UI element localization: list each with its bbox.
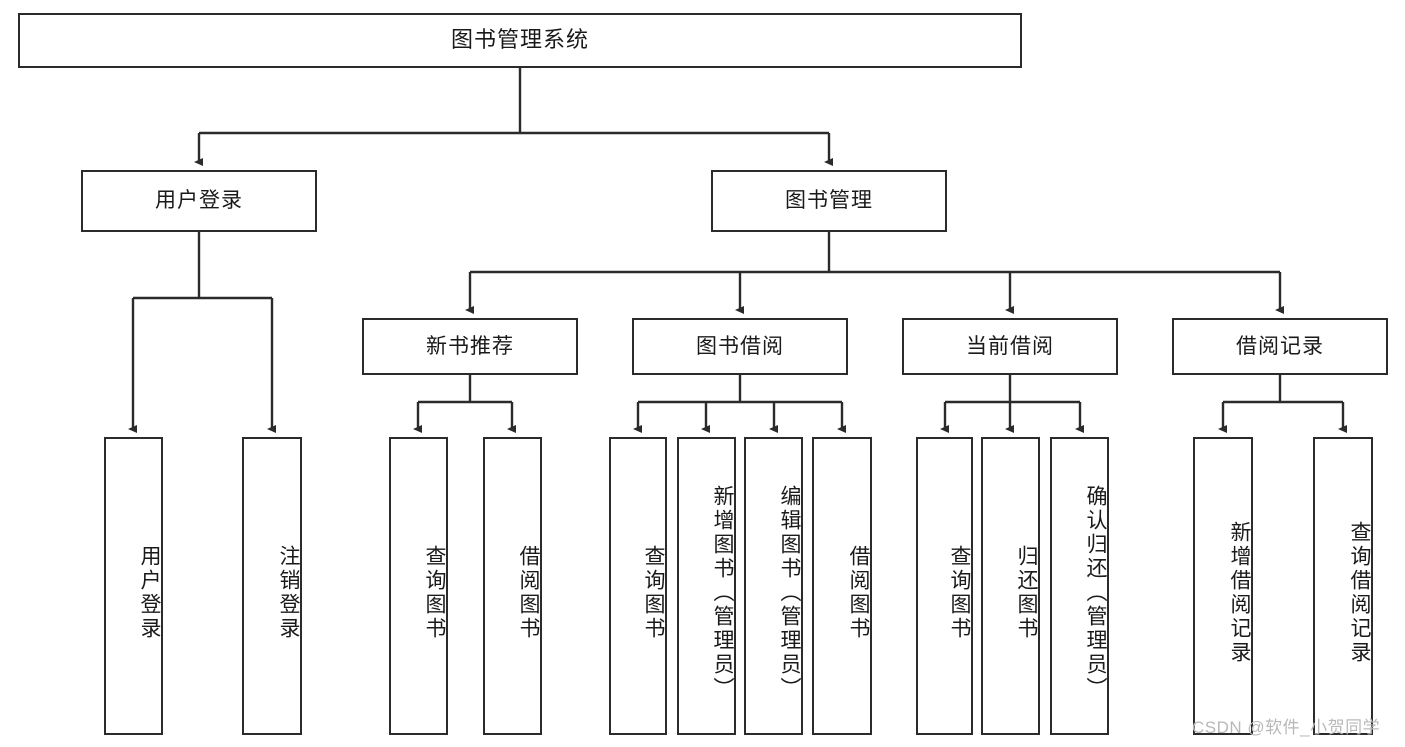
node-current-borrow[interactable]: 当前借阅: [902, 318, 1118, 375]
leaf-query-book-current[interactable]: 查询图书: [916, 437, 973, 735]
leaf-confirm-return-admin[interactable]: 确认归还（管理员）: [1050, 437, 1109, 735]
leaf-add-borrow-record[interactable]: 新增借阅记录: [1193, 437, 1253, 735]
node-label: 图书管理: [785, 189, 873, 213]
node-label: 查询图书: [423, 545, 446, 641]
leaf-query-book-borrow[interactable]: 查询图书: [609, 437, 667, 735]
node-label: 图书借阅: [696, 334, 784, 358]
node-label: 借阅记录: [1236, 334, 1324, 358]
node-label: 新增图书（管理员）: [711, 485, 734, 701]
leaf-edit-book-admin[interactable]: 编辑图书（管理员）: [744, 437, 803, 735]
node-label: 注销登录: [277, 545, 300, 641]
node-book-borrow[interactable]: 图书借阅: [632, 318, 848, 375]
node-borrow-records[interactable]: 借阅记录: [1172, 318, 1388, 375]
leaf-borrow-book-new[interactable]: 借阅图书: [483, 437, 542, 735]
leaf-borrow-book[interactable]: 借阅图书: [812, 437, 872, 735]
node-label: 图书管理系统: [450, 27, 589, 53]
node-book-management[interactable]: 图书管理: [711, 170, 947, 232]
node-label: 确认归还（管理员）: [1084, 485, 1107, 701]
node-label: 借阅图书: [847, 545, 870, 641]
node-label: 新书推荐: [426, 334, 514, 358]
node-label: 用户登录: [138, 545, 161, 641]
leaf-user-login[interactable]: 用户登录: [104, 437, 163, 735]
node-label: 查询图书: [642, 545, 665, 641]
node-user-login[interactable]: 用户登录: [81, 170, 317, 232]
leaf-query-book-new[interactable]: 查询图书: [389, 437, 448, 735]
node-label: 新增借阅记录: [1228, 521, 1251, 665]
watermark: CSDN @软件_小贺同学: [1192, 718, 1381, 737]
node-label: 编辑图书（管理员）: [778, 485, 801, 701]
leaf-logout[interactable]: 注销登录: [242, 437, 302, 735]
leaf-return-book[interactable]: 归还图书: [981, 437, 1040, 735]
node-label: 用户登录: [155, 189, 243, 213]
node-label: 归还图书: [1015, 545, 1038, 641]
node-new-book-recommend[interactable]: 新书推荐: [362, 318, 578, 375]
node-root[interactable]: 图书管理系统: [18, 13, 1022, 68]
leaf-add-book-admin[interactable]: 新增图书（管理员）: [677, 437, 736, 735]
leaf-query-borrow-record[interactable]: 查询借阅记录: [1313, 437, 1373, 735]
node-label: 当前借阅: [966, 334, 1054, 358]
node-label: 借阅图书: [517, 545, 540, 641]
node-label: 查询图书: [948, 545, 971, 641]
node-label: 查询借阅记录: [1348, 521, 1371, 665]
